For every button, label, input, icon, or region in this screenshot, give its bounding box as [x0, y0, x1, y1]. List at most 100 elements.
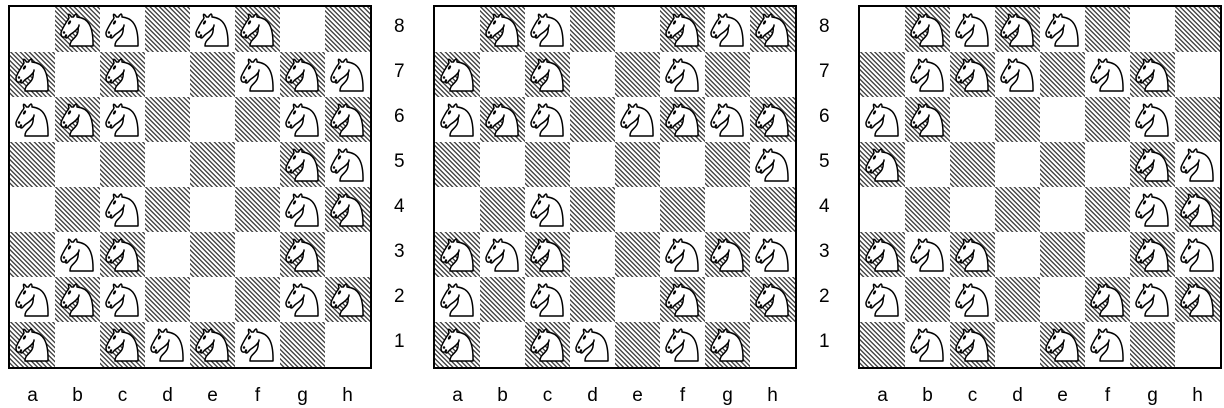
rank-label: 1: [819, 331, 839, 353]
rank-label: 2: [819, 286, 839, 308]
square-d5: [995, 142, 1040, 187]
square-a8: [435, 7, 480, 52]
square-a2: [435, 277, 480, 322]
square-c3: [100, 232, 145, 277]
square-h2: [750, 277, 795, 322]
square-a3: [860, 232, 905, 277]
rank-label: 7: [394, 61, 414, 83]
square-g5: [280, 142, 325, 187]
rank-label: 6: [394, 106, 414, 128]
square-f3: [235, 232, 280, 277]
square-g2: [280, 277, 325, 322]
square-c5: [525, 142, 570, 187]
square-f6: [235, 97, 280, 142]
square-a7: [860, 52, 905, 97]
file-label: g: [1130, 385, 1175, 407]
rank-label: 4: [394, 196, 414, 218]
square-a4: [860, 187, 905, 232]
square-h6: [325, 97, 370, 142]
square-h4: [325, 187, 370, 232]
square-a3: [435, 232, 480, 277]
file-label: c: [100, 385, 145, 407]
square-e7: [1040, 52, 1085, 97]
square-b3: [55, 232, 100, 277]
square-e1: [190, 322, 235, 367]
square-g8: [1130, 7, 1175, 52]
square-c3: [525, 232, 570, 277]
square-d6: [995, 97, 1040, 142]
square-g1: [705, 322, 750, 367]
square-c6: [950, 97, 995, 142]
square-a1: [435, 322, 480, 367]
square-a6: [860, 97, 905, 142]
square-c8: [525, 7, 570, 52]
square-a5: [435, 142, 480, 187]
square-h8: [325, 7, 370, 52]
square-e2: [1040, 277, 1085, 322]
square-h7: [750, 52, 795, 97]
file-label: g: [705, 385, 750, 407]
file-label: e: [615, 385, 660, 407]
square-g6: [280, 97, 325, 142]
square-d5: [145, 142, 190, 187]
square-d2: [145, 277, 190, 322]
square-g3: [280, 232, 325, 277]
square-b5: [55, 142, 100, 187]
file-label: d: [995, 385, 1040, 407]
square-d4: [995, 187, 1040, 232]
square-g4: [280, 187, 325, 232]
square-a6: [10, 97, 55, 142]
file-label: e: [190, 385, 235, 407]
square-d2: [570, 277, 615, 322]
square-a7: [435, 52, 480, 97]
square-a2: [860, 277, 905, 322]
square-h8: [1175, 7, 1220, 52]
square-e7: [615, 52, 660, 97]
square-d2: [995, 277, 1040, 322]
square-f4: [660, 187, 705, 232]
square-e4: [615, 187, 660, 232]
square-h1: [1175, 322, 1220, 367]
square-h6: [1175, 97, 1220, 142]
square-b6: [480, 97, 525, 142]
square-e2: [190, 277, 235, 322]
rank-label: 8: [819, 16, 839, 38]
square-e5: [1040, 142, 1085, 187]
square-b4: [55, 187, 100, 232]
square-f2: [235, 277, 280, 322]
file-label: c: [525, 385, 570, 407]
square-b1: [905, 322, 950, 367]
file-label: a: [435, 385, 480, 407]
square-e5: [190, 142, 235, 187]
square-d4: [145, 187, 190, 232]
square-g3: [705, 232, 750, 277]
square-c5: [100, 142, 145, 187]
file-label: h: [325, 385, 370, 407]
square-h2: [325, 277, 370, 322]
square-h5: [325, 142, 370, 187]
square-d7: [995, 52, 1040, 97]
square-g4: [1130, 187, 1175, 232]
square-h7: [325, 52, 370, 97]
square-g7: [705, 52, 750, 97]
file-label: a: [860, 385, 905, 407]
square-h3: [750, 232, 795, 277]
square-c8: [950, 7, 995, 52]
square-e8: [615, 7, 660, 52]
square-f2: [1085, 277, 1130, 322]
square-c6: [100, 97, 145, 142]
square-c1: [950, 322, 995, 367]
file-label: d: [145, 385, 190, 407]
square-g1: [1130, 322, 1175, 367]
square-b8: [905, 7, 950, 52]
square-c7: [525, 52, 570, 97]
square-d1: [145, 322, 190, 367]
square-d7: [570, 52, 615, 97]
file-label: f: [235, 385, 280, 407]
chessboard: [433, 5, 797, 369]
square-c4: [950, 187, 995, 232]
square-b2: [905, 277, 950, 322]
square-g7: [1130, 52, 1175, 97]
square-c6: [525, 97, 570, 142]
square-e8: [190, 7, 235, 52]
